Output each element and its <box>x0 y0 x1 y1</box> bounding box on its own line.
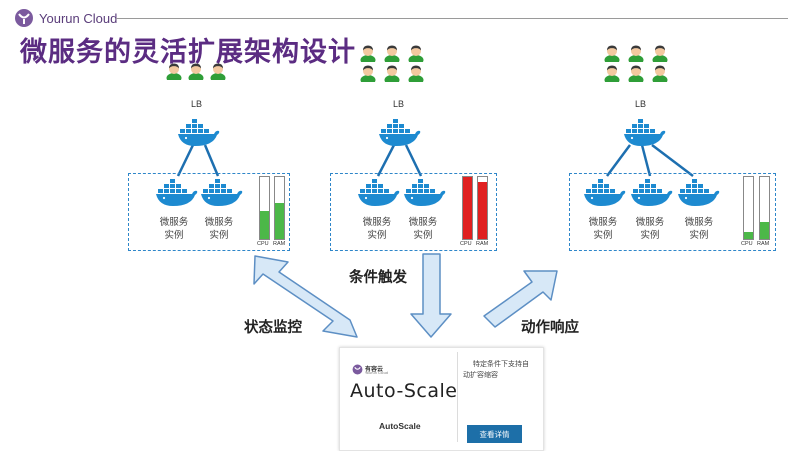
cpu-bar <box>743 176 754 240</box>
ram-label: RAM <box>476 241 489 247</box>
service-label: 微服务 实例 <box>635 217 665 241</box>
autoscale-description: 特定条件下支持自动扩容缩容 <box>463 360 529 379</box>
page-title: 微服务的灵活扩展架构设计 <box>20 37 356 68</box>
ram-bar <box>477 176 488 240</box>
ram-bar <box>274 176 285 240</box>
brand-name: Yourun Cloud <box>39 10 118 26</box>
ram-label: RAM <box>273 241 286 247</box>
yourun-logo-icon <box>15 9 33 27</box>
lb-label: LB <box>191 99 203 109</box>
ram-bar <box>759 176 770 240</box>
lb-link <box>605 144 632 177</box>
autoscale-title: Auto-Scale <box>350 380 458 402</box>
cpu-fill <box>260 211 269 239</box>
action-arrow <box>483 270 558 328</box>
cpu-label: CPU <box>460 241 472 247</box>
cpu-label: CPU <box>257 241 269 247</box>
ram-fill <box>760 221 769 239</box>
cluster-box <box>330 173 497 251</box>
monitor-arrow <box>253 255 358 338</box>
service-label: 微服务 实例 <box>408 217 438 241</box>
card-logo-subtext: Yourun Cloud <box>365 371 389 375</box>
service-label: 微服务 实例 <box>362 217 392 241</box>
header-divider <box>116 18 788 19</box>
brand: Yourun Cloud <box>14 7 117 29</box>
cpu-bar <box>259 176 270 240</box>
lb-link <box>176 144 195 177</box>
cluster-box <box>128 173 290 251</box>
action-label: 动作响应 <box>521 320 579 336</box>
service-label: 微服务 实例 <box>204 217 234 241</box>
ram-fill <box>478 181 487 239</box>
ram-label: RAM <box>757 241 770 247</box>
cpu-fill <box>463 177 472 239</box>
yourun-logo-icon <box>352 364 363 375</box>
lb-link <box>376 144 396 177</box>
service-label: 微服务 实例 <box>588 217 618 241</box>
monitor-label: 状态监控 <box>244 320 302 336</box>
lb-link <box>203 144 220 177</box>
cpu-bar <box>462 176 473 240</box>
card-divider <box>457 352 458 442</box>
trigger-arrow <box>410 253 452 338</box>
lb-label: LB <box>635 99 647 109</box>
lb-label: LB <box>393 99 405 109</box>
card-logo-text: 有容云 <box>365 366 384 373</box>
view-details-button[interactable]: 查看详情 <box>467 425 522 443</box>
autoscale-subtitle: AutoScale <box>379 421 421 431</box>
cpu-label: CPU <box>741 241 753 247</box>
cluster-box <box>569 173 776 251</box>
lb-link <box>640 144 652 177</box>
lb-link <box>651 144 694 177</box>
trigger-label: 条件触发 <box>349 270 407 286</box>
service-label: 微服务 实例 <box>159 217 189 241</box>
ram-fill <box>275 203 284 239</box>
lb-link <box>404 144 423 177</box>
cpu-fill <box>744 231 753 239</box>
service-label: 微服务 实例 <box>684 217 714 241</box>
